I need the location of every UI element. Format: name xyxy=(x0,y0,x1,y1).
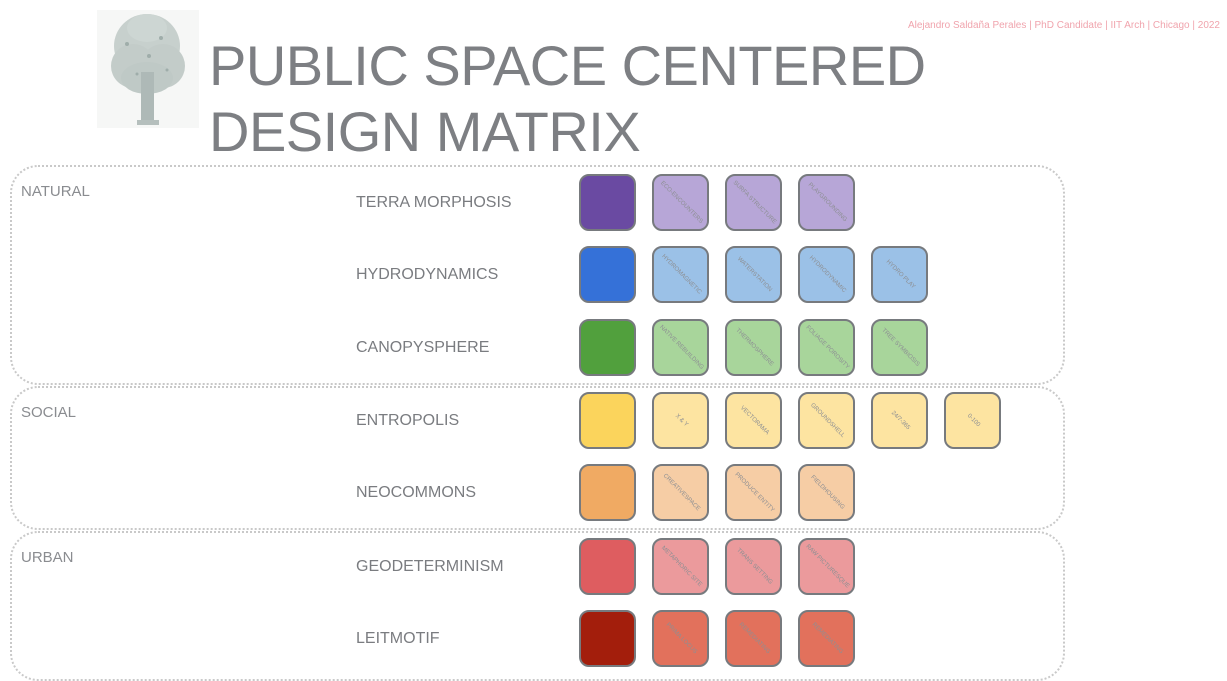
tree-icon xyxy=(111,14,185,125)
strategy-tile-label: HYDRODYNAMIC xyxy=(807,254,847,294)
strategy-tile-label: WATERSTATION xyxy=(735,255,773,293)
strategy-tile: ECO-ENCOUNTERS xyxy=(652,174,709,231)
strategy-tile-label: PLAYGROUNDING xyxy=(806,181,848,223)
strategy-tile: FOLIAGE POROSITY xyxy=(798,319,855,376)
row-label-leitmotif: LEITMOTIF xyxy=(356,630,440,647)
strategy-tile-label: REMEDIATING xyxy=(810,621,844,655)
strategy-tile-label: ECO-ENCOUNTERS xyxy=(658,179,704,225)
group-label-social: SOCIAL xyxy=(21,404,77,421)
strategy-tile: THERMOSPHERE xyxy=(725,319,782,376)
strategy-tile-label: VECTORAMA xyxy=(738,404,770,436)
strategy-tile-label: HYDROMAGNETIC xyxy=(659,253,702,296)
group-label-urban: URBAN xyxy=(21,549,74,566)
tree-logo xyxy=(97,10,199,128)
strategy-tile: 24/7-365 xyxy=(871,392,928,449)
strategy-tile: GROUNDSHELL xyxy=(798,392,855,449)
row-label-canopysphere: CANOPYSPHERE xyxy=(356,339,490,356)
strategy-tile: X & Y xyxy=(652,392,709,449)
row-label-geodeterminism: GEODETERMINISM xyxy=(356,558,504,575)
strategy-tile-label: REMEDIATING xyxy=(737,621,771,655)
strategy-tile-label: PRODUCE ENTITY xyxy=(732,471,775,514)
strategy-tile: VECTORAMA xyxy=(725,392,782,449)
strategy-tile-label: X & Y xyxy=(673,412,689,428)
strategy-tile: PRODUCE ENTITY xyxy=(725,464,782,521)
strategy-tile-label: METAPHORIC SITE xyxy=(659,544,703,588)
page-title-line-2: DESIGN MATRIX xyxy=(209,100,641,163)
strategy-tile: PRIMA LOCUS xyxy=(652,610,709,667)
category-swatch-terra-morphosis xyxy=(579,174,636,231)
strategy-tile: RAW PICTURESQUE xyxy=(798,538,855,595)
category-swatch-entropolis xyxy=(579,392,636,449)
strategy-tile: 0-100 xyxy=(944,392,1001,449)
strategy-tile: HYDRODYNAMIC xyxy=(798,246,855,303)
strategy-tile: WATERSTATION xyxy=(725,246,782,303)
row-label-neocommons: NEOCOMMONS xyxy=(356,484,476,501)
strategy-tile: FIELDHOUSING xyxy=(798,464,855,521)
strategy-tile-label: RAW PICTURESQUE xyxy=(803,543,850,590)
row-label-entropolis: ENTROPOLIS xyxy=(356,412,460,429)
strategy-tile: TRANS SETTING xyxy=(725,538,782,595)
row-label-terra-morphosis: TERRA MORPHOSIS xyxy=(356,194,512,211)
strategy-tile-label: CREATIVESPACE xyxy=(661,472,701,512)
page-title-line-1: PUBLIC SPACE CENTERED xyxy=(209,34,926,97)
strategy-tile-label: 24/7-365 xyxy=(889,409,911,431)
author-credits: Alejandro Saldaña Perales | PhD Candidat… xyxy=(907,20,1220,31)
group-urban: URBAN xyxy=(10,531,1065,681)
category-swatch-leitmotif xyxy=(579,610,636,667)
strategy-tile: TREE SYMBIOSIS xyxy=(871,319,928,376)
strategy-tile-label: FOLIAGE POROSITY xyxy=(803,324,850,371)
strategy-tile-label: TREE SYMBIOSIS xyxy=(879,327,920,368)
strategy-tile: REMEDIATING xyxy=(798,610,855,667)
strategy-tile: CREATIVESPACE xyxy=(652,464,709,521)
strategy-tile-label: 0-100 xyxy=(965,412,981,428)
row-label-hydrodynamics: HYDRODYNAMICS xyxy=(356,266,499,283)
category-swatch-neocommons xyxy=(579,464,636,521)
strategy-tile: METAPHORIC SITE xyxy=(652,538,709,595)
strategy-tile: NATIVE REBUILDING xyxy=(652,319,709,376)
strategy-tile: SURFA STRUCTURE xyxy=(725,174,782,231)
strategy-tile-label: SURFA STRUCTURE xyxy=(731,179,777,225)
strategy-tile: HYDROMAGNETIC xyxy=(652,246,709,303)
strategy-tile-label: PRIMA LOCUS xyxy=(664,621,698,655)
strategy-tile-label: TRANS SETTING xyxy=(734,547,773,586)
category-swatch-hydrodynamics xyxy=(579,246,636,303)
category-swatch-canopysphere xyxy=(579,319,636,376)
strategy-tile-label: HYDRO PLAY xyxy=(884,258,916,290)
strategy-tile: PLAYGROUNDING xyxy=(798,174,855,231)
strategy-tile-label: FIELDHOUSING xyxy=(808,474,845,511)
strategy-tile-label: THERMOSPHERE xyxy=(733,327,774,368)
strategy-tile-label: GROUNDSHELL xyxy=(808,401,846,439)
strategy-tile: REMEDIATING xyxy=(725,610,782,667)
strategy-tile-label: NATIVE REBUILDING xyxy=(657,323,705,371)
group-label-natural: NATURAL xyxy=(21,183,90,200)
group-social: SOCIAL xyxy=(10,386,1065,530)
category-swatch-geodeterminism xyxy=(579,538,636,595)
group-natural: NATURAL xyxy=(10,165,1065,385)
strategy-tile: HYDRO PLAY xyxy=(871,246,928,303)
